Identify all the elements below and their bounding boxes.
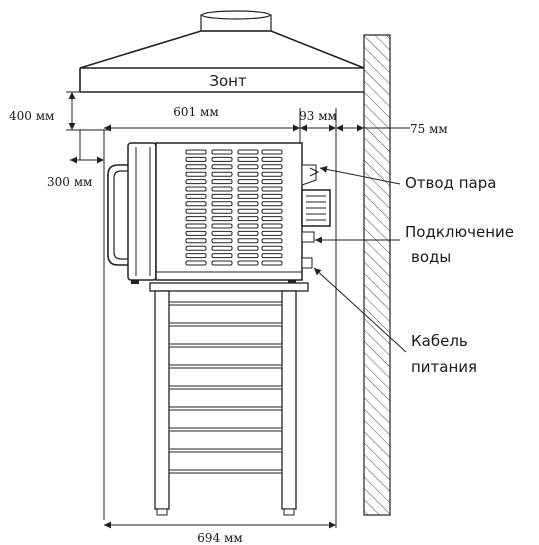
rear-connections-text: 93 мм	[299, 109, 337, 123]
oven-vent-slot	[261, 164, 283, 170]
side-clearance-dimension: 300 мм	[47, 130, 105, 520]
oven-vent-slot	[185, 260, 207, 266]
oven-vent-slot	[185, 253, 207, 259]
hood-height-text: 400 мм	[9, 109, 54, 123]
power-cable-label-line1: Кабель	[411, 332, 468, 350]
oven-stand	[149, 282, 309, 516]
stand-shelf-rail	[168, 448, 283, 453]
oven-vent-slot	[211, 164, 233, 170]
oven-vent-slot	[185, 223, 207, 229]
oven-vent-slot	[211, 223, 233, 229]
oven-vent-slot	[211, 208, 233, 214]
oven-vent-slot	[261, 171, 283, 177]
oven-vent-slot	[237, 208, 259, 214]
oven-vent-slot	[185, 179, 207, 185]
oven-vent-slot	[185, 171, 207, 177]
oven-vent-slot	[211, 245, 233, 251]
steam-outlet-label: Отвод пара	[405, 174, 496, 192]
stand-shelf-rail	[168, 385, 283, 390]
oven-vent-slot	[237, 260, 259, 266]
oven-vent-slot	[211, 149, 233, 155]
stand-shelf-rail	[168, 322, 283, 327]
oven-vent-slot	[185, 164, 207, 170]
oven-vent-slot	[237, 193, 259, 199]
depth-dimensions: 601 мм 93 мм 75 мм	[104, 105, 448, 528]
oven-vent-slot	[185, 208, 207, 214]
oven-vent-slot	[237, 179, 259, 185]
oven-vent-slot	[237, 149, 259, 155]
oven-vent-slot	[237, 164, 259, 170]
oven-vent-slot	[237, 238, 259, 244]
oven-vent-slot	[185, 186, 207, 192]
oven-vent-slot	[185, 245, 207, 251]
oven-vent-slot	[237, 171, 259, 177]
oven-depth-text: 601 мм	[173, 105, 218, 119]
water-connection-label-line2: воды	[411, 248, 451, 266]
oven-vent-slot	[211, 186, 233, 192]
oven-vent-slot	[211, 238, 233, 244]
wall-gap-text: 75 мм	[410, 122, 448, 136]
oven-vent-slot	[261, 186, 283, 192]
oven-vent-slot	[261, 223, 283, 229]
oven-vent-slot	[261, 230, 283, 236]
stand-shelf-rail	[168, 406, 283, 411]
oven-vent-slot	[237, 186, 259, 192]
oven-vent-slot	[261, 253, 283, 259]
wall	[363, 34, 391, 516]
water-connection-callout: Подключение воды	[315, 223, 514, 266]
oven-vent-slot	[237, 201, 259, 207]
oven-vent-slot	[185, 201, 207, 207]
oven-vent-slot	[237, 156, 259, 162]
combi-oven	[107, 142, 331, 284]
oven-vent-slot	[261, 201, 283, 207]
oven-vent-slot	[261, 238, 283, 244]
oven-vent-slot	[261, 179, 283, 185]
oven-vent-slot	[261, 193, 283, 199]
oven-vent-slot	[185, 149, 207, 155]
oven-vent-slot	[211, 171, 233, 177]
oven-vent-slot	[237, 245, 259, 251]
oven-vent-slot	[261, 245, 283, 251]
oven-vent-slot	[237, 223, 259, 229]
total-depth-text: 694 мм	[197, 531, 242, 545]
oven-vent-slot	[211, 201, 233, 207]
oven-vent-slot	[211, 230, 233, 236]
hood: Зонт	[79, 10, 365, 93]
hood-label: Зонт	[209, 72, 247, 90]
hood-height-dimension: 400 мм	[9, 91, 110, 131]
power-cable-label-line2: питания	[411, 358, 477, 376]
stand-shelf-rail	[168, 469, 283, 474]
oven-vent-slot	[211, 260, 233, 266]
water-connection-label-line1: Подключение	[405, 223, 514, 241]
oven-vent-slot	[211, 216, 233, 222]
stand-shelf-rail	[168, 364, 283, 369]
power-cable-callout: Кабель питания	[313, 267, 477, 376]
stand-shelf-rail	[168, 427, 283, 432]
oven-vent-slot	[261, 149, 283, 155]
oven-vent-slot	[211, 253, 233, 259]
oven-vent-slot	[237, 253, 259, 259]
oven-vent-slot	[237, 230, 259, 236]
oven-vent-slot	[185, 216, 207, 222]
oven-vent-slot	[261, 208, 283, 214]
oven-vent-slot	[261, 216, 283, 222]
oven-vent-slot	[185, 230, 207, 236]
stand-shelf-rail	[168, 301, 283, 306]
oven-vent-slot	[261, 156, 283, 162]
oven-vent-slot	[261, 260, 283, 266]
steam-outlet-callout: Отвод пара	[319, 165, 496, 192]
oven-vent-slot	[211, 193, 233, 199]
stand-shelf-rail	[168, 343, 283, 348]
oven-vent-slot	[185, 193, 207, 199]
oven-vent-slot	[185, 238, 207, 244]
side-clearance-text: 300 мм	[47, 175, 92, 189]
total-depth-dimension: 694 мм	[104, 521, 336, 545]
oven-vent-slot	[237, 216, 259, 222]
oven-vent-slot	[211, 179, 233, 185]
oven-vent-slot	[185, 156, 207, 162]
oven-vent-slot	[211, 156, 233, 162]
